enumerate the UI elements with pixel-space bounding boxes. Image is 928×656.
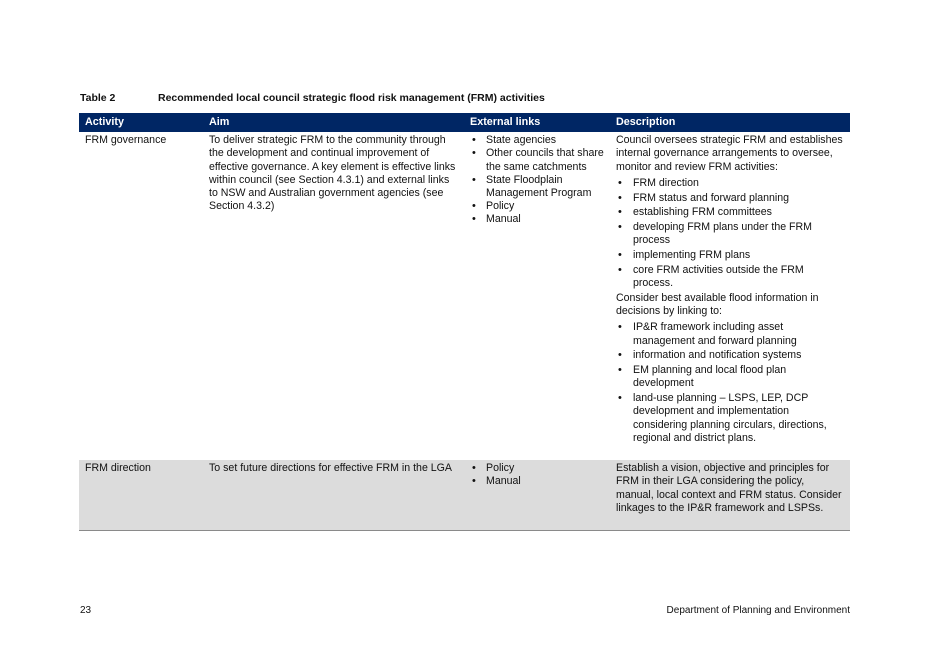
header-description: Description: [610, 113, 850, 133]
list-item: Manual: [470, 213, 604, 226]
table-title: Recommended local council strategic floo…: [158, 92, 545, 104]
cell-aim: To set future directions for effective F…: [203, 460, 464, 532]
list-item: Policy: [470, 200, 604, 213]
table-number: Table 2: [80, 92, 116, 104]
list-item: land-use planning – LSPS, LEP, DCP devel…: [616, 392, 844, 445]
list-item: Manual: [470, 475, 604, 488]
table-header-row: Activity Aim External links Description: [79, 113, 850, 133]
list-item: EM planning and local flood plan develop…: [616, 364, 844, 390]
cell-aim: To deliver strategic FRM to the communit…: [209, 134, 456, 213]
list-item: Other councils that share the same catch…: [470, 147, 604, 173]
list-item: FRM direction: [616, 177, 844, 190]
list-item: core FRM activities outside the FRM proc…: [616, 264, 844, 290]
list-item: information and notification systems: [616, 349, 844, 362]
list-item: establishing FRM committees: [616, 206, 844, 219]
description-intro: Council oversees strategic FRM and estab…: [616, 134, 843, 173]
list-item: FRM status and forward planning: [616, 192, 844, 205]
cell-activity: FRM direction: [79, 460, 203, 532]
department-name: Department of Planning and Environment: [666, 605, 850, 616]
list-item: Policy: [470, 462, 604, 475]
list-item: State agencies: [470, 134, 604, 147]
cell-description: Council oversees strategic FRM and estab…: [610, 132, 850, 460]
page-number: 23: [80, 605, 92, 616]
list-item: State Floodplain Management Program: [470, 174, 604, 200]
list-item: IP&R framework including asset managemen…: [616, 321, 844, 347]
list-item: implementing FRM plans: [616, 249, 844, 262]
table-caption: Table 2 Recommended local council strateg…: [80, 92, 850, 104]
header-aim: Aim: [203, 113, 464, 133]
cell-external-links: State agencies Other councils that share…: [464, 132, 610, 460]
cell-activity: FRM governance: [85, 134, 167, 147]
header-external-links: External links: [464, 113, 610, 133]
header-activity: Activity: [79, 113, 203, 133]
cell-external-links: Policy Manual: [464, 460, 610, 532]
table-row: FRM governance To deliver strategic FRM …: [79, 132, 850, 460]
frm-activities-table: Activity Aim External links Description …: [79, 113, 850, 532]
list-item: developing FRM plans under the FRM proce…: [616, 221, 844, 247]
cell-description: Establish a vision, objective and princi…: [610, 460, 850, 532]
description-mid: Consider best available flood informatio…: [616, 292, 819, 318]
table-row: FRM direction To set future directions f…: [79, 460, 850, 532]
